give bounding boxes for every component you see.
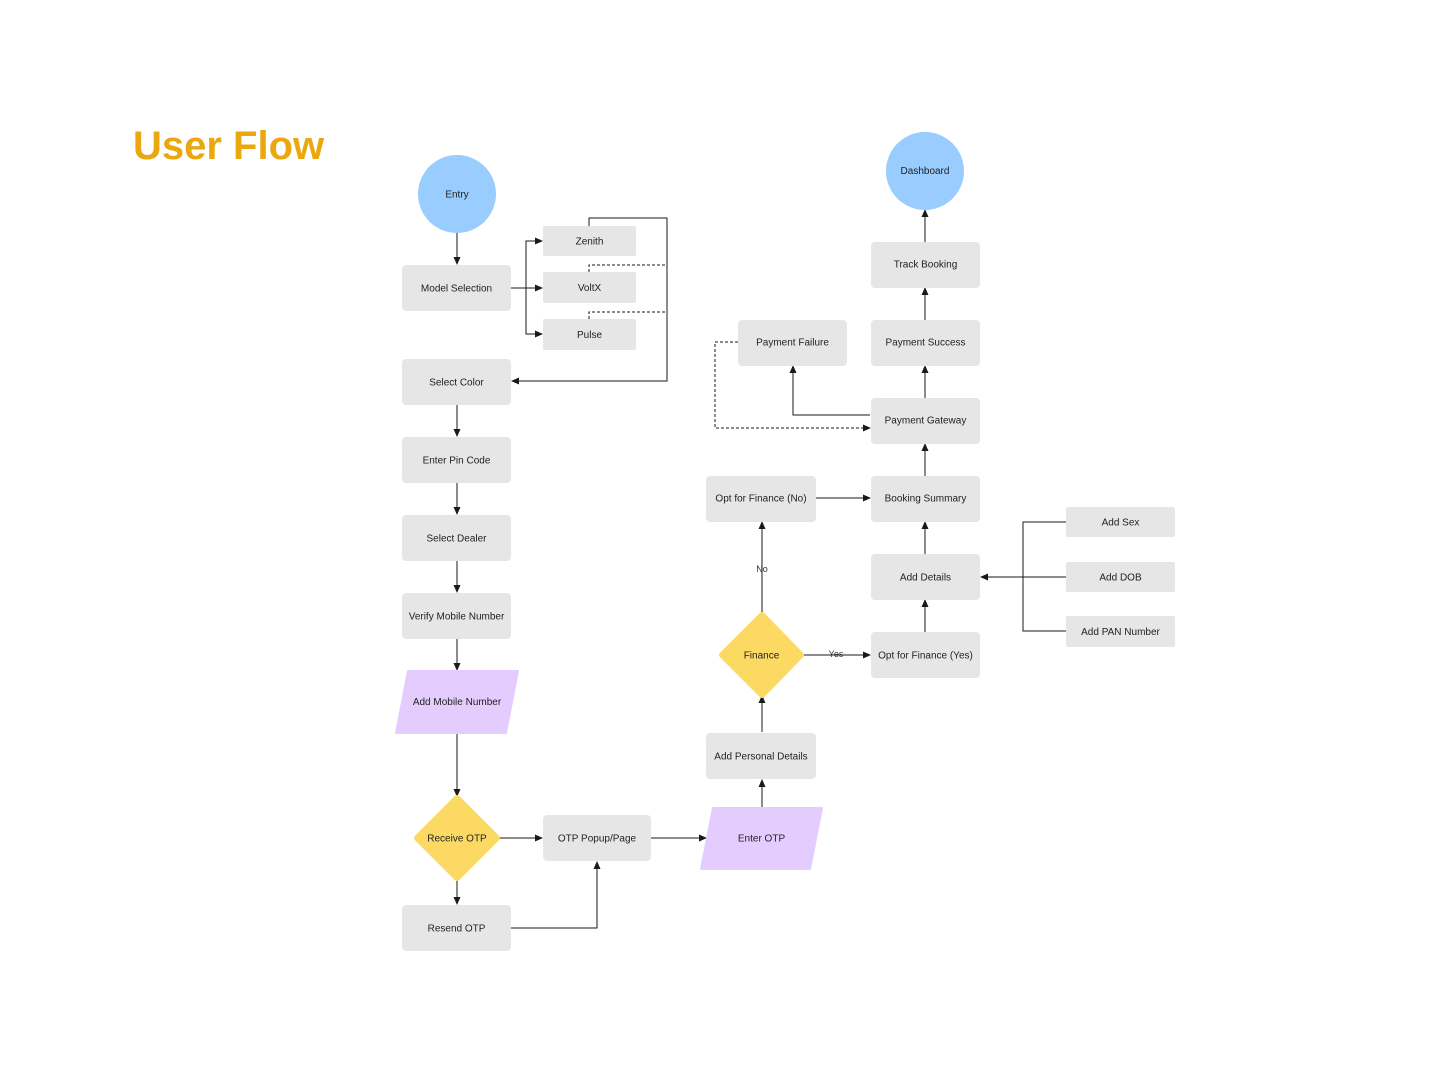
- node-verify-mobile-number[interactable]: Verify Mobile Number: [402, 593, 511, 639]
- node-booking-summary[interactable]: Booking Summary: [871, 476, 980, 522]
- edges: [453, 209, 1066, 929]
- edge-model-to-pulse: [525, 288, 543, 338]
- svg-text:Track Booking: Track Booking: [894, 260, 958, 271]
- edge-failure-to-gateway-dashed: [714, 341, 871, 432]
- svg-text:OTP Popup/Page: OTP Popup/Page: [558, 834, 637, 845]
- svg-text:Add PAN Number: Add PAN Number: [1081, 627, 1160, 638]
- node-add-details[interactable]: Add Details: [871, 554, 980, 600]
- svg-text:Add DOB: Add DOB: [1099, 573, 1142, 584]
- svg-text:Entry: Entry: [445, 190, 468, 201]
- svg-text:Add Mobile Number: Add Mobile Number: [413, 697, 502, 708]
- svg-text:Opt for Finance (Yes): Opt for Finance (Yes): [878, 651, 973, 662]
- svg-text:Pulse: Pulse: [577, 330, 602, 341]
- node-entry[interactable]: Entry: [418, 155, 496, 233]
- svg-text:Verify Mobile Number: Verify Mobile Number: [409, 612, 505, 623]
- svg-text:Add Sex: Add Sex: [1102, 518, 1140, 529]
- node-select-color[interactable]: Select Color: [402, 359, 511, 405]
- node-payment-failure[interactable]: Payment Failure: [738, 320, 847, 366]
- svg-text:Enter OTP: Enter OTP: [738, 834, 786, 845]
- svg-text:Payment Gateway: Payment Gateway: [885, 416, 967, 427]
- edge-gateway-to-failure: [789, 365, 870, 416]
- edge-sex-to-add-details: [980, 521, 1066, 581]
- svg-text:Resend OTP: Resend OTP: [428, 924, 486, 935]
- node-add-mobile-number[interactable]: Add Mobile Number: [395, 670, 519, 734]
- node-voltx[interactable]: VoltX: [543, 272, 636, 303]
- edge-model-to-zenith: [511, 237, 543, 289]
- edge-label-yes: Yes: [829, 649, 844, 659]
- svg-text:Model Selection: Model Selection: [421, 284, 492, 295]
- node-pulse[interactable]: Pulse: [543, 319, 636, 350]
- svg-text:Add Personal Details: Add Personal Details: [714, 752, 807, 763]
- node-opt-finance-yes[interactable]: Opt for Finance (Yes): [871, 632, 980, 678]
- svg-text:Payment Success: Payment Success: [885, 338, 965, 349]
- node-model-selection[interactable]: Model Selection: [402, 265, 511, 311]
- node-otp-popup-page[interactable]: OTP Popup/Page: [543, 815, 651, 861]
- svg-text:Add Details: Add Details: [900, 573, 951, 584]
- svg-text:Finance: Finance: [744, 651, 780, 662]
- node-select-dealer[interactable]: Select Dealer: [402, 515, 511, 561]
- edge-voltx-dashed: [588, 264, 667, 272]
- svg-text:Select Dealer: Select Dealer: [426, 534, 487, 545]
- svg-text:VoltX: VoltX: [578, 283, 602, 294]
- svg-text:Select Color: Select Color: [429, 378, 484, 389]
- svg-text:Zenith: Zenith: [576, 237, 604, 248]
- node-payment-gateway[interactable]: Payment Gateway: [871, 398, 980, 444]
- node-receive-otp[interactable]: Receive OTP: [414, 795, 500, 881]
- node-add-dob[interactable]: Add DOB: [1066, 562, 1175, 592]
- node-track-booking[interactable]: Track Booking: [871, 242, 980, 288]
- node-resend-otp[interactable]: Resend OTP: [402, 905, 511, 951]
- svg-text:Receive OTP: Receive OTP: [427, 834, 487, 845]
- edge-pulse-dashed: [588, 311, 667, 319]
- node-enter-otp[interactable]: Enter OTP: [700, 807, 823, 870]
- node-payment-success[interactable]: Payment Success: [871, 320, 980, 366]
- edge-resend-to-popup: [511, 861, 601, 929]
- svg-text:Booking Summary: Booking Summary: [885, 494, 967, 505]
- page-title: User Flow: [133, 124, 325, 168]
- edge-zenith-to-select-color: [511, 217, 668, 385]
- node-dashboard[interactable]: Dashboard: [886, 132, 964, 210]
- svg-text:Opt for Finance (No): Opt for Finance (No): [715, 494, 806, 505]
- node-opt-finance-no[interactable]: Opt for Finance (No): [706, 476, 816, 522]
- node-add-pan-number[interactable]: Add PAN Number: [1066, 616, 1175, 647]
- node-enter-pin-code[interactable]: Enter Pin Code: [402, 437, 511, 483]
- svg-text:Payment Failure: Payment Failure: [756, 338, 829, 349]
- edge-pan-to-add-details: [1022, 577, 1066, 632]
- node-add-personal-details[interactable]: Add Personal Details: [706, 733, 816, 779]
- edge-label-no: No: [756, 564, 768, 574]
- svg-text:Dashboard: Dashboard: [901, 166, 950, 177]
- node-finance[interactable]: Finance: [719, 612, 804, 698]
- node-zenith[interactable]: Zenith: [543, 226, 636, 256]
- svg-text:Enter Pin Code: Enter Pin Code: [423, 456, 491, 467]
- node-add-sex[interactable]: Add Sex: [1066, 507, 1175, 537]
